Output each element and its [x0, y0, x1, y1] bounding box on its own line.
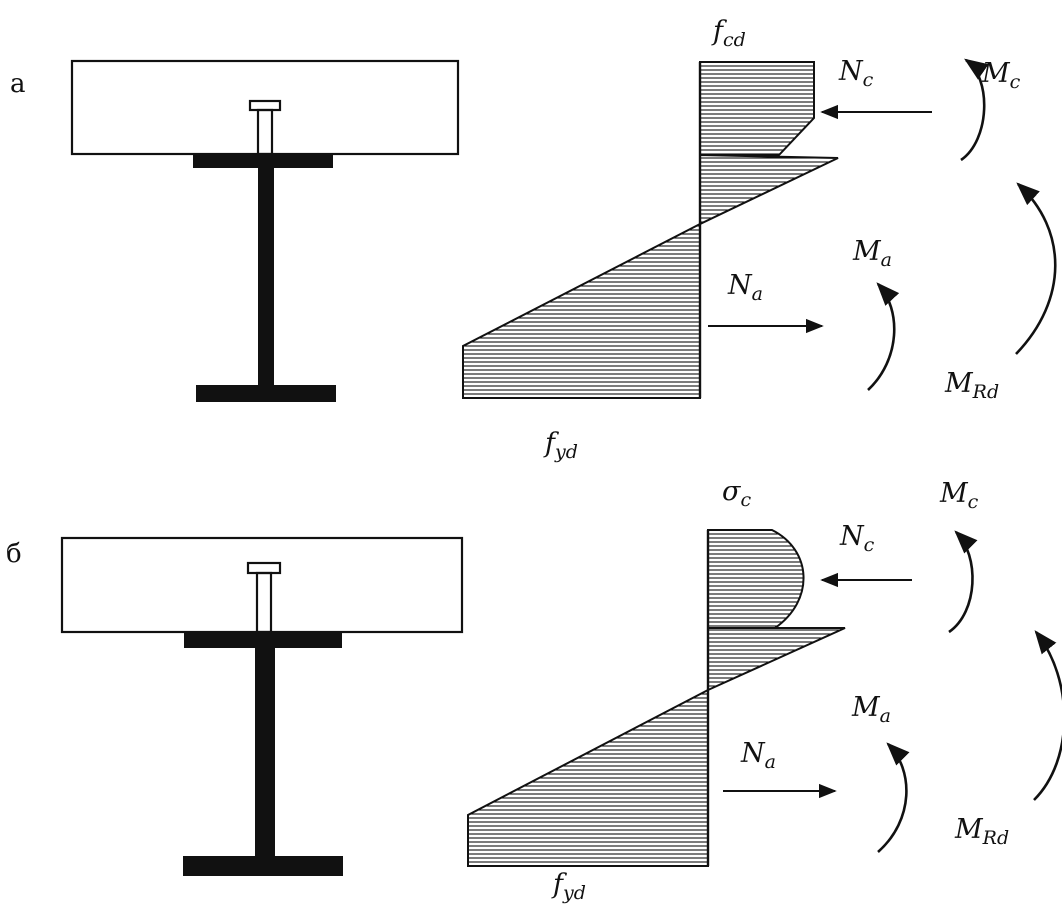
moment-mrd-label-a: MRd: [944, 368, 999, 403]
top-flange-b: [184, 632, 342, 648]
panel-a: а fcd fyd Nc Na Mc Ma MRd: [10, 16, 1057, 463]
force-na-label-a: Na: [727, 270, 763, 305]
cross-section-b: [60, 536, 464, 876]
moment-mc-arrow-a: [960, 58, 989, 162]
moment-ma-label-a: Ma: [852, 236, 892, 271]
bottom-flange-b: [183, 856, 343, 876]
moment-mrd-arrow-a: [1015, 182, 1057, 355]
steel-tension-zone-b: [707, 627, 846, 692]
moment-mc-arrow-b: [948, 530, 978, 634]
force-na-label-b: Na: [740, 738, 776, 773]
top-flange-a: [193, 154, 333, 168]
shear-stud-shank-b: [255, 571, 273, 634]
moment-ma-label-b: Ma: [851, 692, 891, 727]
stress-top-label-a: fcd: [711, 16, 746, 51]
bottom-flange-a: [196, 385, 336, 402]
cross-section-a: [70, 59, 460, 402]
concrete-slab-a: [70, 59, 460, 156]
steel-web-a: [258, 168, 274, 385]
steel-compression-zone-a: [462, 222, 701, 399]
panel-b: б σc fyd Nc Na Mc Ma MRd: [6, 476, 1062, 904]
stress-bottom-label-b: fyd: [551, 869, 586, 904]
force-nc-label-a: Nc: [838, 56, 874, 91]
shear-stud-head-a: [248, 99, 282, 112]
steel-web-b: [255, 648, 275, 858]
panel-b-label: б: [6, 539, 22, 569]
moment-mrd-label-b: MRd: [954, 814, 1009, 849]
concrete-stress-block-a: [699, 61, 815, 156]
steel-compression-zone-b: [467, 688, 709, 867]
stress-diagram-b: [467, 529, 846, 867]
panel-a-label: а: [10, 69, 26, 99]
concrete-slab-b: [60, 536, 464, 634]
moment-mc-label-b: Mc: [939, 478, 979, 513]
steel-tension-zone-a: [699, 153, 839, 226]
shear-stud-head-b: [246, 561, 282, 575]
concrete-stress-block-b: [707, 529, 805, 629]
moment-mrd-arrow-b: [1033, 630, 1062, 801]
force-nc-label-b: Nc: [839, 521, 875, 556]
stress-diagram-a: [462, 61, 839, 399]
moment-ma-arrow-a: [867, 282, 900, 391]
moment-ma-arrow-b: [877, 742, 910, 853]
moment-mc-label-a: Mc: [981, 58, 1021, 93]
shear-stud-shank-a: [256, 108, 274, 156]
stress-bottom-label-a: fyd: [543, 428, 578, 463]
stress-top-label-b: σc: [722, 476, 751, 511]
